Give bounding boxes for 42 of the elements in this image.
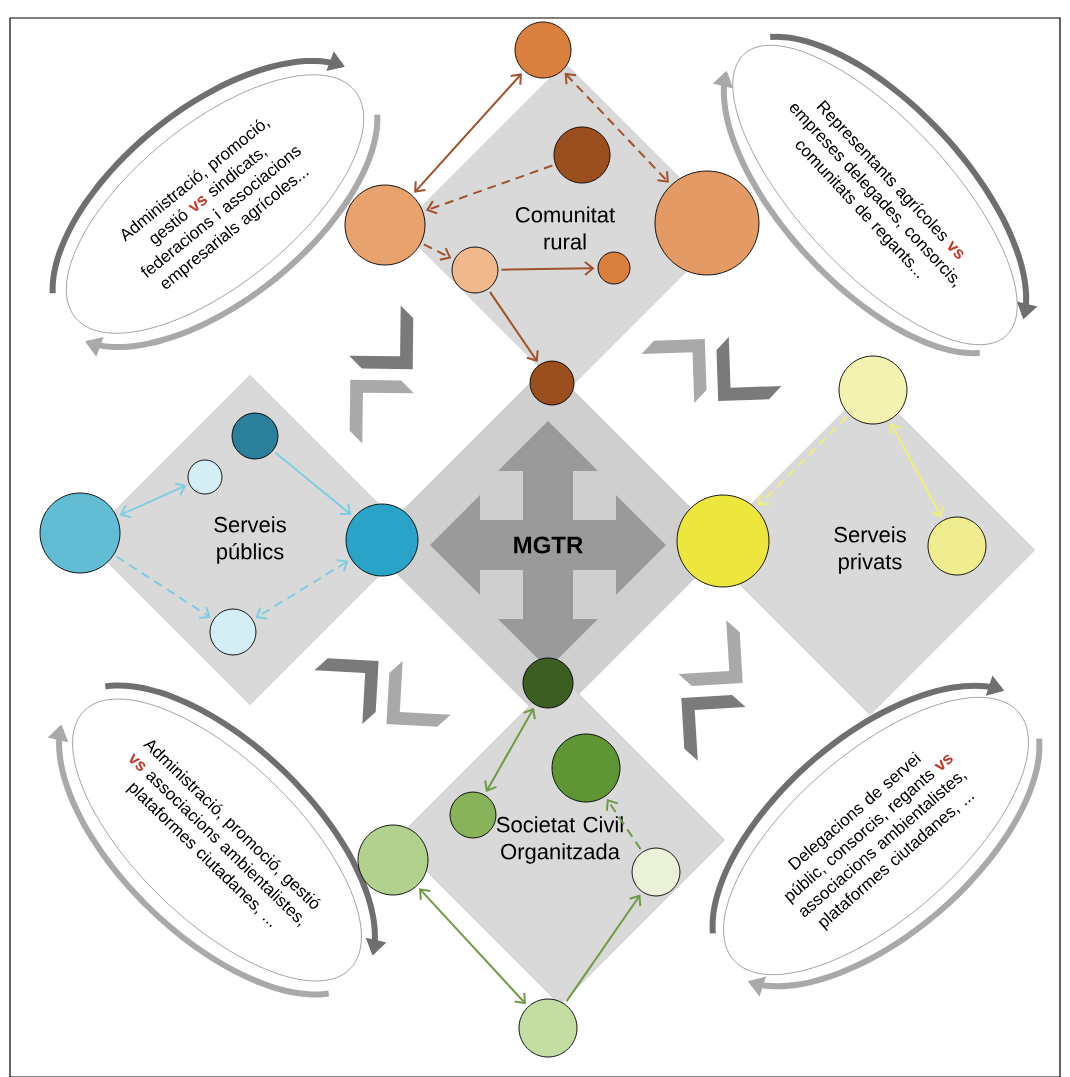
arrow	[484, 707, 536, 792]
circle	[451, 246, 499, 294]
circle	[39, 492, 121, 574]
chevron	[386, 661, 451, 727]
circle	[654, 170, 760, 276]
circle	[449, 791, 497, 839]
circle	[631, 847, 681, 897]
arrow	[274, 451, 352, 515]
arrow	[605, 799, 642, 851]
arrow	[414, 73, 522, 193]
chevron	[349, 379, 414, 444]
circle	[344, 184, 426, 266]
arrow	[115, 555, 211, 619]
arrow	[425, 164, 554, 215]
circle	[597, 251, 631, 285]
chevron	[641, 339, 707, 404]
arrow	[757, 415, 848, 506]
arrow	[255, 559, 349, 620]
chevron	[349, 305, 414, 370]
arrow	[119, 482, 187, 519]
circle	[551, 733, 621, 803]
circle	[231, 412, 279, 460]
arrow	[488, 290, 539, 362]
arrow	[500, 260, 595, 276]
chevron	[681, 695, 746, 761]
circle	[187, 459, 223, 495]
circle	[553, 126, 611, 184]
circle	[514, 21, 572, 79]
arrow	[565, 894, 642, 1003]
chevron	[716, 336, 782, 401]
circle	[676, 494, 770, 588]
chevron	[678, 620, 743, 686]
arrow	[422, 243, 452, 261]
circle	[927, 516, 987, 576]
arrow	[888, 423, 944, 518]
circle	[518, 998, 578, 1058]
arrow	[564, 72, 669, 183]
circle	[357, 824, 429, 896]
circle	[838, 355, 908, 425]
arrow	[419, 888, 526, 1005]
chevron	[314, 658, 379, 724]
circle	[209, 608, 257, 656]
